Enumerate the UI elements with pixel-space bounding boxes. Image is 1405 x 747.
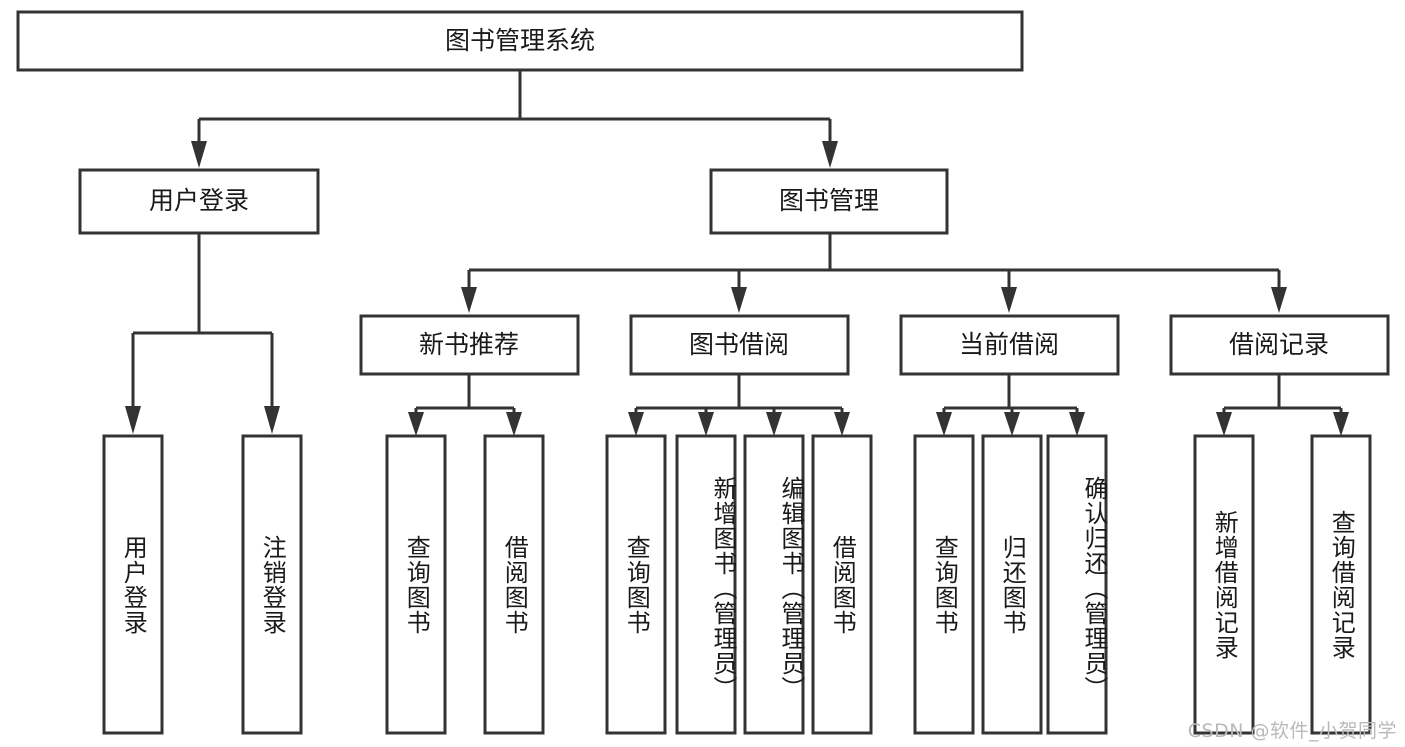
- arrow-head-user-login: [191, 141, 207, 168]
- leaf-query-book-3-box[interactable]: [913, 434, 975, 735]
- node-user-login-label: 用户登录: [149, 186, 249, 215]
- node-new-book-rec[interactable]: 新书推荐: [359, 314, 580, 376]
- arrow-head-book-manage: [822, 141, 838, 168]
- node-borrow-record[interactable]: 借阅记录: [1169, 314, 1390, 376]
- node-new-book-rec-label: 新书推荐: [419, 330, 519, 359]
- csdn-watermark: CSDN @软件_小贺同学: [1187, 720, 1397, 742]
- arrow-head-leaf-borrow-book-2: [834, 412, 850, 436]
- leaf-query-book-2-box[interactable]: [605, 434, 667, 735]
- node-book-manage-box[interactable]: [709, 168, 949, 235]
- arrow-head-book-borrow: [731, 287, 747, 313]
- node-book-manage-label: 图书管理: [779, 186, 879, 215]
- leaf-confirm-return-box[interactable]: [1046, 434, 1108, 735]
- node-book-manage[interactable]: 图书管理: [709, 168, 949, 235]
- node-borrow-record-label: 借阅记录: [1229, 330, 1329, 359]
- arrow-head-leaf-add-record: [1216, 412, 1232, 436]
- arrow-head-leaf-query-book-3: [936, 412, 952, 436]
- arrow-head-leaf-query-book-2: [628, 412, 644, 436]
- node-current-borrow-label: 当前借阅: [959, 330, 1059, 359]
- leaf-borrow-book-2-box[interactable]: [811, 434, 873, 735]
- node-book-borrow[interactable]: 图书借阅: [629, 314, 850, 376]
- arrow-head-leaf-user-login: [125, 406, 141, 434]
- arrow-head-leaf-logout: [264, 406, 280, 434]
- leaf-borrow-book-1-box[interactable]: [483, 434, 545, 735]
- node-new-book-rec-box[interactable]: [359, 314, 580, 376]
- node-user-login[interactable]: 用户登录: [78, 168, 320, 235]
- node-current-borrow-box[interactable]: [899, 314, 1120, 376]
- arrow-head-current-borrow: [1001, 287, 1017, 313]
- leaf-logout-box[interactable]: [241, 434, 303, 735]
- leaf-return-book-box[interactable]: [981, 434, 1043, 735]
- leaf-add-book-box[interactable]: [675, 434, 737, 735]
- leaf-user-login-box[interactable]: [102, 434, 164, 735]
- arrow-head-leaf-edit-book: [766, 412, 782, 436]
- node-root-box[interactable]: [16, 10, 1024, 72]
- leaf-edit-book-box[interactable]: [743, 434, 805, 735]
- leaf-query-record-box[interactable]: [1310, 434, 1372, 735]
- node-book-borrow-box[interactable]: [629, 314, 850, 376]
- arrow-head-leaf-add-book: [698, 412, 714, 436]
- node-book-borrow-label: 图书借阅: [689, 330, 789, 359]
- node-borrow-record-box[interactable]: [1169, 314, 1390, 376]
- node-root[interactable]: 图书管理系统: [16, 10, 1024, 72]
- node-root-label: 图书管理系统: [445, 26, 595, 55]
- connector-layer: [125, 70, 1349, 436]
- leaf-query-book-1-box[interactable]: [385, 434, 447, 735]
- arrow-head-leaf-confirm-return: [1069, 412, 1085, 436]
- arrow-head-borrow-record: [1271, 287, 1287, 313]
- arrow-head-leaf-borrow-book-1: [506, 412, 522, 436]
- leaf-add-record-box[interactable]: [1193, 434, 1255, 735]
- arrow-head-leaf-return-book: [1004, 412, 1020, 436]
- node-user-login-box[interactable]: [78, 168, 320, 235]
- node-current-borrow[interactable]: 当前借阅: [899, 314, 1120, 376]
- arrow-head-new-book-rec: [461, 287, 477, 313]
- arrow-head-leaf-query-record: [1333, 412, 1349, 436]
- arrow-head-leaf-query-book-1: [408, 412, 424, 436]
- leaf-box-layer: [102, 434, 1372, 735]
